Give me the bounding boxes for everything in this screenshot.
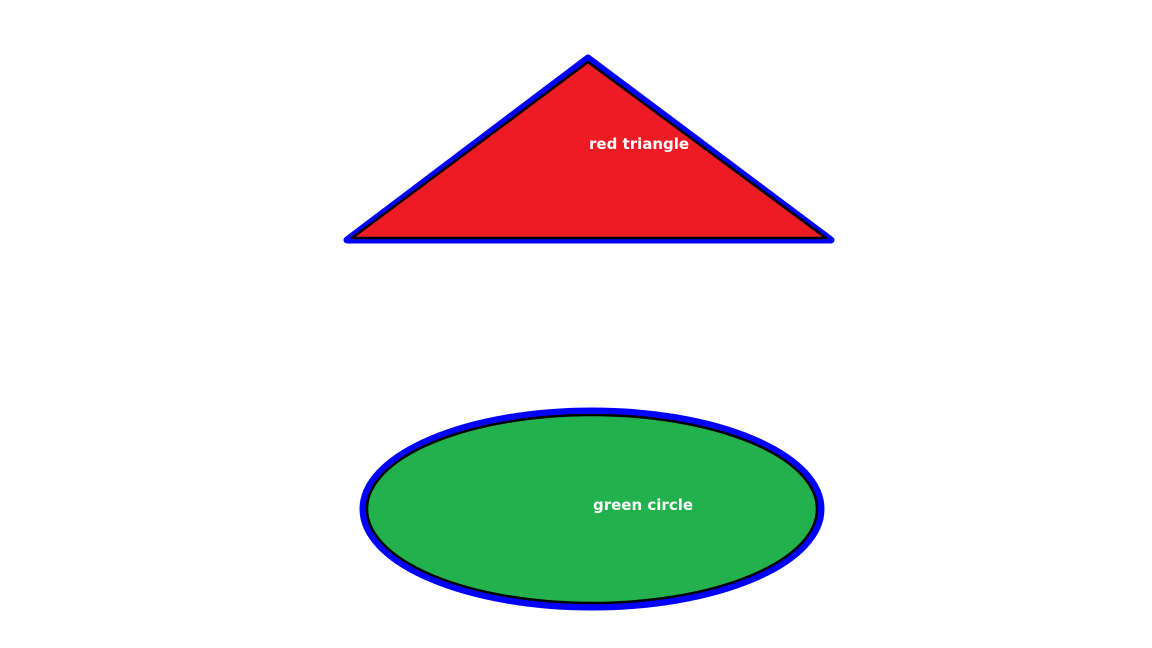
green-circle-label: green circle bbox=[593, 496, 693, 514]
red-triangle-label: red triangle bbox=[589, 135, 689, 153]
green-circle: green circle bbox=[359, 407, 825, 611]
red-triangle-fill bbox=[350, 60, 828, 240]
green-circle-fill bbox=[365, 413, 819, 605]
red-triangle: red triangle bbox=[343, 54, 835, 244]
